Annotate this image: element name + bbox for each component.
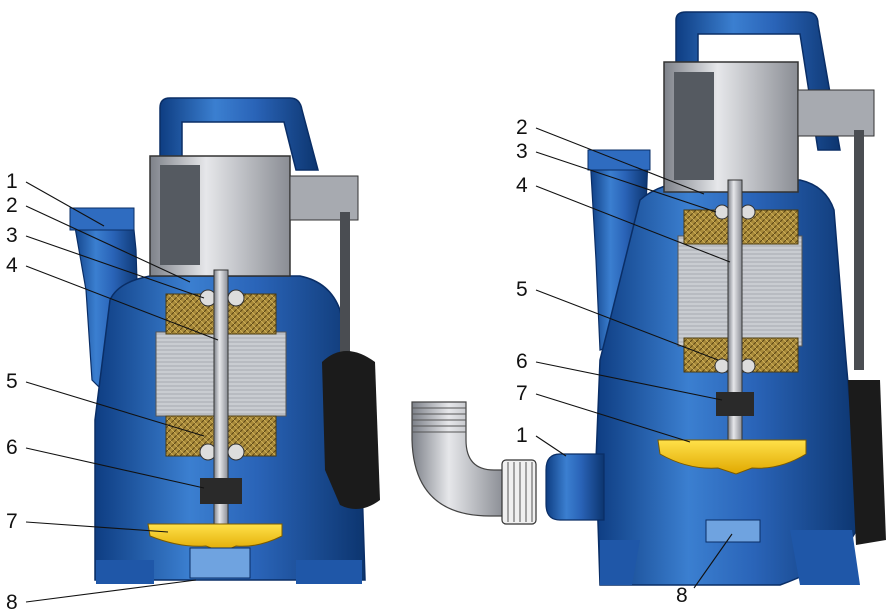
right-shaft <box>727 179 743 471</box>
left-callout-2: 2 <box>6 194 18 217</box>
right-leader-4 <box>535 185 731 263</box>
left-shaft <box>213 269 229 551</box>
right-callout-4: 4 <box>516 174 528 197</box>
left-pump <box>69 97 380 584</box>
left-callout-5: 5 <box>6 370 18 393</box>
right-side-outlet <box>545 453 605 521</box>
right-leader-2 <box>535 127 705 195</box>
right-callouts: 2 3 4 5 6 7 1 8 <box>516 116 733 607</box>
left-leader-7 <box>25 521 169 533</box>
right-leader-1 <box>535 435 567 457</box>
right-leader-3 <box>535 151 717 213</box>
left-leader-3 <box>25 235 205 299</box>
left-leader-1 <box>25 181 105 227</box>
left-leader-4 <box>25 265 219 341</box>
left-callout-1: 1 <box>6 170 18 193</box>
left-leader-8 <box>25 579 197 603</box>
left-leader-2 <box>25 205 191 283</box>
right-callout-5: 5 <box>516 278 528 301</box>
left-callouts: 1 2 3 4 5 6 7 8 <box>6 170 219 613</box>
right-callout-3: 3 <box>516 140 528 163</box>
left-leader-5 <box>25 381 205 437</box>
right-callout-8: 8 <box>676 584 688 607</box>
left-callout-4: 4 <box>6 254 18 277</box>
right-pump <box>545 11 886 586</box>
left-float <box>322 351 380 509</box>
left-handle <box>159 97 319 171</box>
right-leader-5 <box>535 289 719 361</box>
elbow-fitting <box>411 401 537 525</box>
right-callout-7: 7 <box>516 382 528 405</box>
elbow-ribs <box>412 407 466 433</box>
left-callout-3: 3 <box>6 224 18 247</box>
right-callout-6: 6 <box>516 350 528 373</box>
left-leader-6 <box>25 447 205 489</box>
left-callout-8: 8 <box>6 591 18 613</box>
right-leader-6 <box>535 361 723 401</box>
left-callout-7: 7 <box>6 510 18 533</box>
right-callout-1: 1 <box>516 424 528 447</box>
right-callout-2: 2 <box>516 116 528 139</box>
elbow-nut <box>501 459 537 525</box>
right-leader-8 <box>693 533 733 589</box>
right-leader-7 <box>535 393 691 443</box>
right-impeller <box>657 439 807 475</box>
left-callout-6: 6 <box>6 436 18 459</box>
right-switch-box <box>797 89 875 137</box>
